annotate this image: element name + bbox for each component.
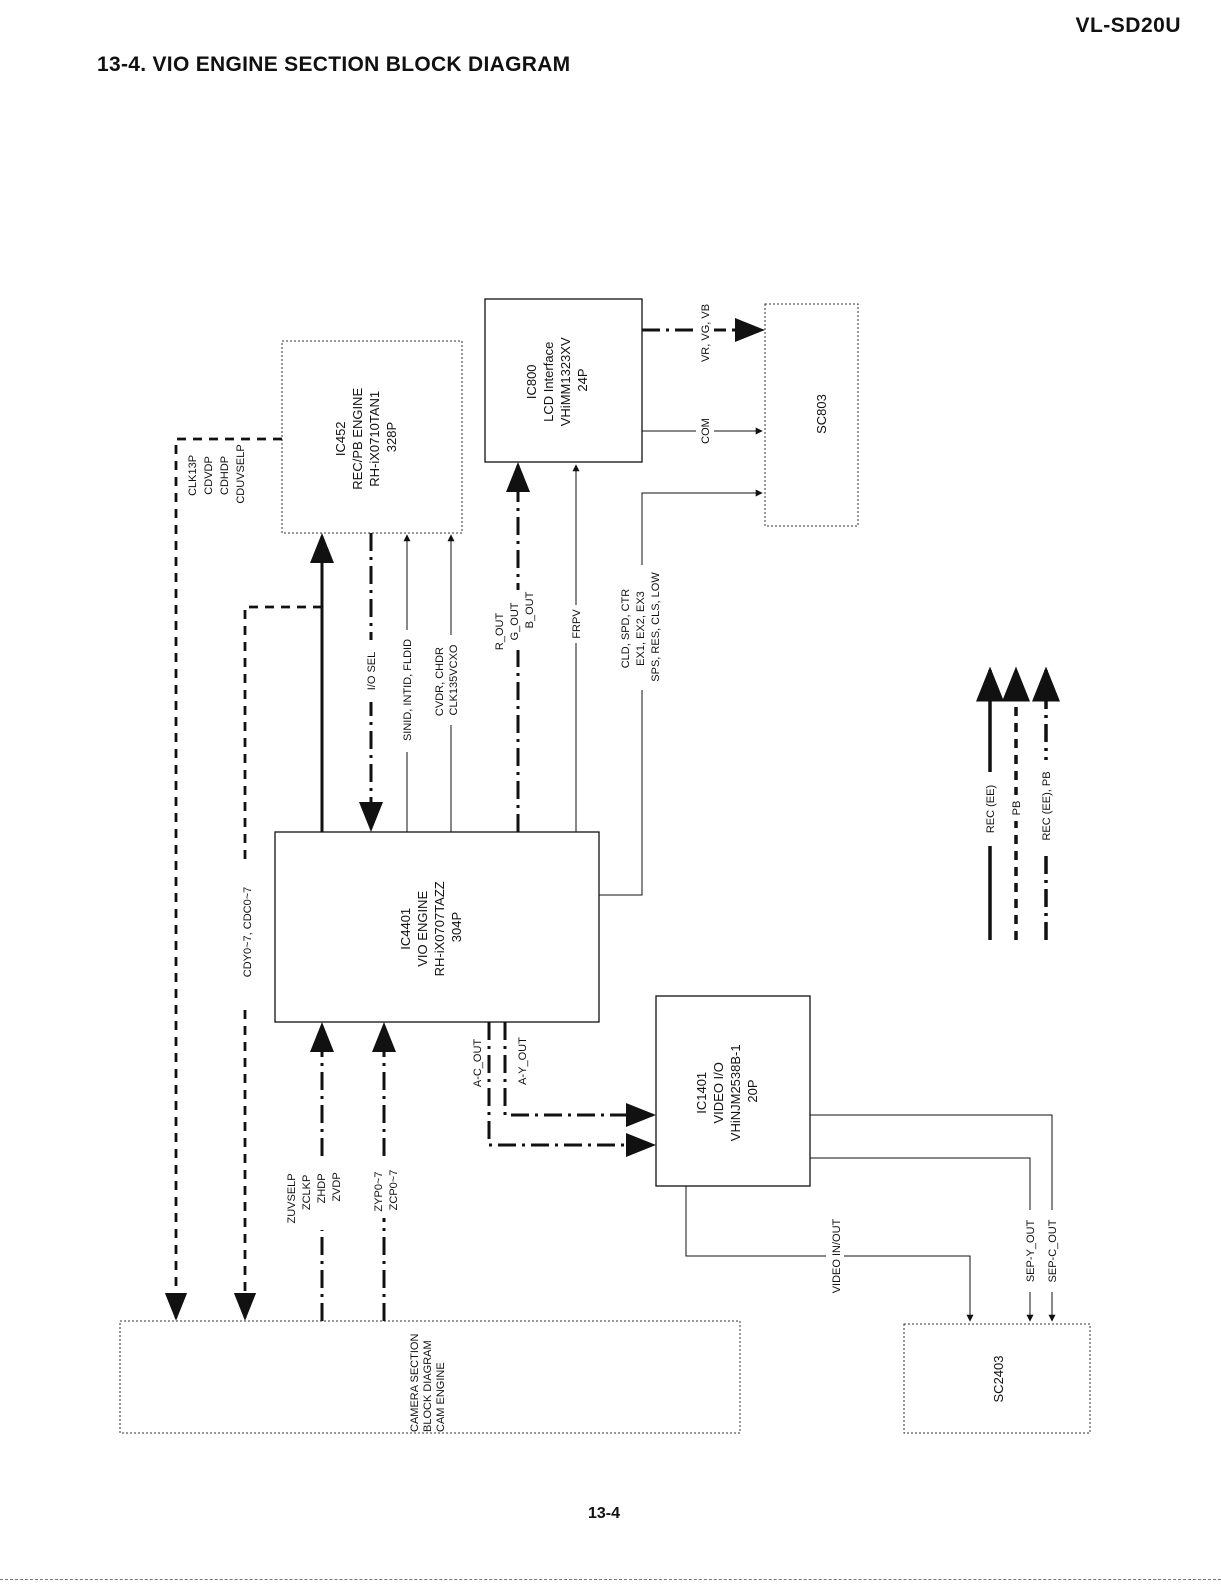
sepc-label: SEP-C_OUT: [1047, 1219, 1059, 1282]
ayout-line: [503, 1022, 656, 1127]
sc2403-block: [903, 1323, 1091, 1434]
cld-line: [599, 489, 763, 896]
com-label: COM: [700, 418, 712, 444]
model-number: VL-SD20U: [1075, 14, 1181, 37]
zuv-label: ZUVSELP ZCLKP ZHDP ZVDP: [286, 1171, 343, 1224]
bottom-divider: [0, 1579, 1221, 1580]
legend: REC (EE) PB REC (EE), PB: [976, 666, 1060, 940]
cdy-label: CDY0~7, CDC0~7: [242, 887, 254, 978]
ic800-block: [484, 298, 643, 463]
frpv-label: FRPV: [571, 609, 583, 639]
cvdr-label: CVDR, CHDR CLK135VCXO: [434, 644, 460, 716]
camera-label: CAMERA SECTION BLOCK DIAGRAM CAM ENGINE: [409, 1331, 447, 1432]
ic1401-label: IC1401 VIDEO I/O VHiNJM2538B-1 20P: [694, 1041, 760, 1141]
legend-pb-label: PB: [1011, 801, 1023, 816]
clk13p-label: CLK13P CDVDP CDHDP CDUVSELP: [187, 444, 247, 503]
ayout-label: A-Y_OUT: [517, 1037, 529, 1085]
acout-label: A-C_OUT: [472, 1039, 484, 1088]
ic4401-block: [274, 831, 600, 1023]
camera-block: [119, 1320, 741, 1434]
iosel-label: I/O SEL: [366, 652, 378, 691]
clk13p-line: [164, 437, 282, 1321]
page-title: 13-4. VIO ENGINE SECTION BLOCK DIAGRAM: [97, 53, 571, 76]
sc803-label: SC803: [814, 394, 829, 434]
ic800-label: IC800 LCD Interface VHiMM1323XV 24P: [524, 334, 590, 427]
videoinout-label: VIDEO IN/OUT: [831, 1218, 843, 1293]
ic452-label: IC452 REC/PB ENGINE RH-iX0710TAN1 328P: [333, 384, 399, 489]
sc2403-label: SC2403: [991, 1356, 1006, 1403]
ic4401-label: IC4401 VIO ENGINE RH-iX0707TAZZ 304P: [398, 878, 464, 977]
rgb-label: R_OUT G_OUT B_OUT: [494, 591, 536, 650]
vrvgvb-label: VR, VG, VB: [700, 304, 712, 362]
sinid-label: SINID, INTID, FLDID: [402, 639, 414, 741]
ic1401-block: [655, 995, 811, 1187]
cld-label: CLD, SPD, CTR EX1, EX2, EX3 SPS, RES, CL…: [620, 572, 662, 682]
page-number: 13-4: [588, 1505, 621, 1522]
cdy-line: [233, 605, 322, 1321]
legend-rec-label: REC (EE): [985, 785, 997, 833]
sepy-label: SEP-Y_OUT: [1025, 1220, 1037, 1283]
sepc-line: [810, 1114, 1056, 1322]
zyp-label: ZYP0~7 ZCP0~7: [373, 1168, 400, 1211]
sc803-block: [764, 303, 859, 527]
legend-recpb-label: REC (EE), PB: [1041, 771, 1053, 840]
acout-line: [487, 1022, 656, 1157]
